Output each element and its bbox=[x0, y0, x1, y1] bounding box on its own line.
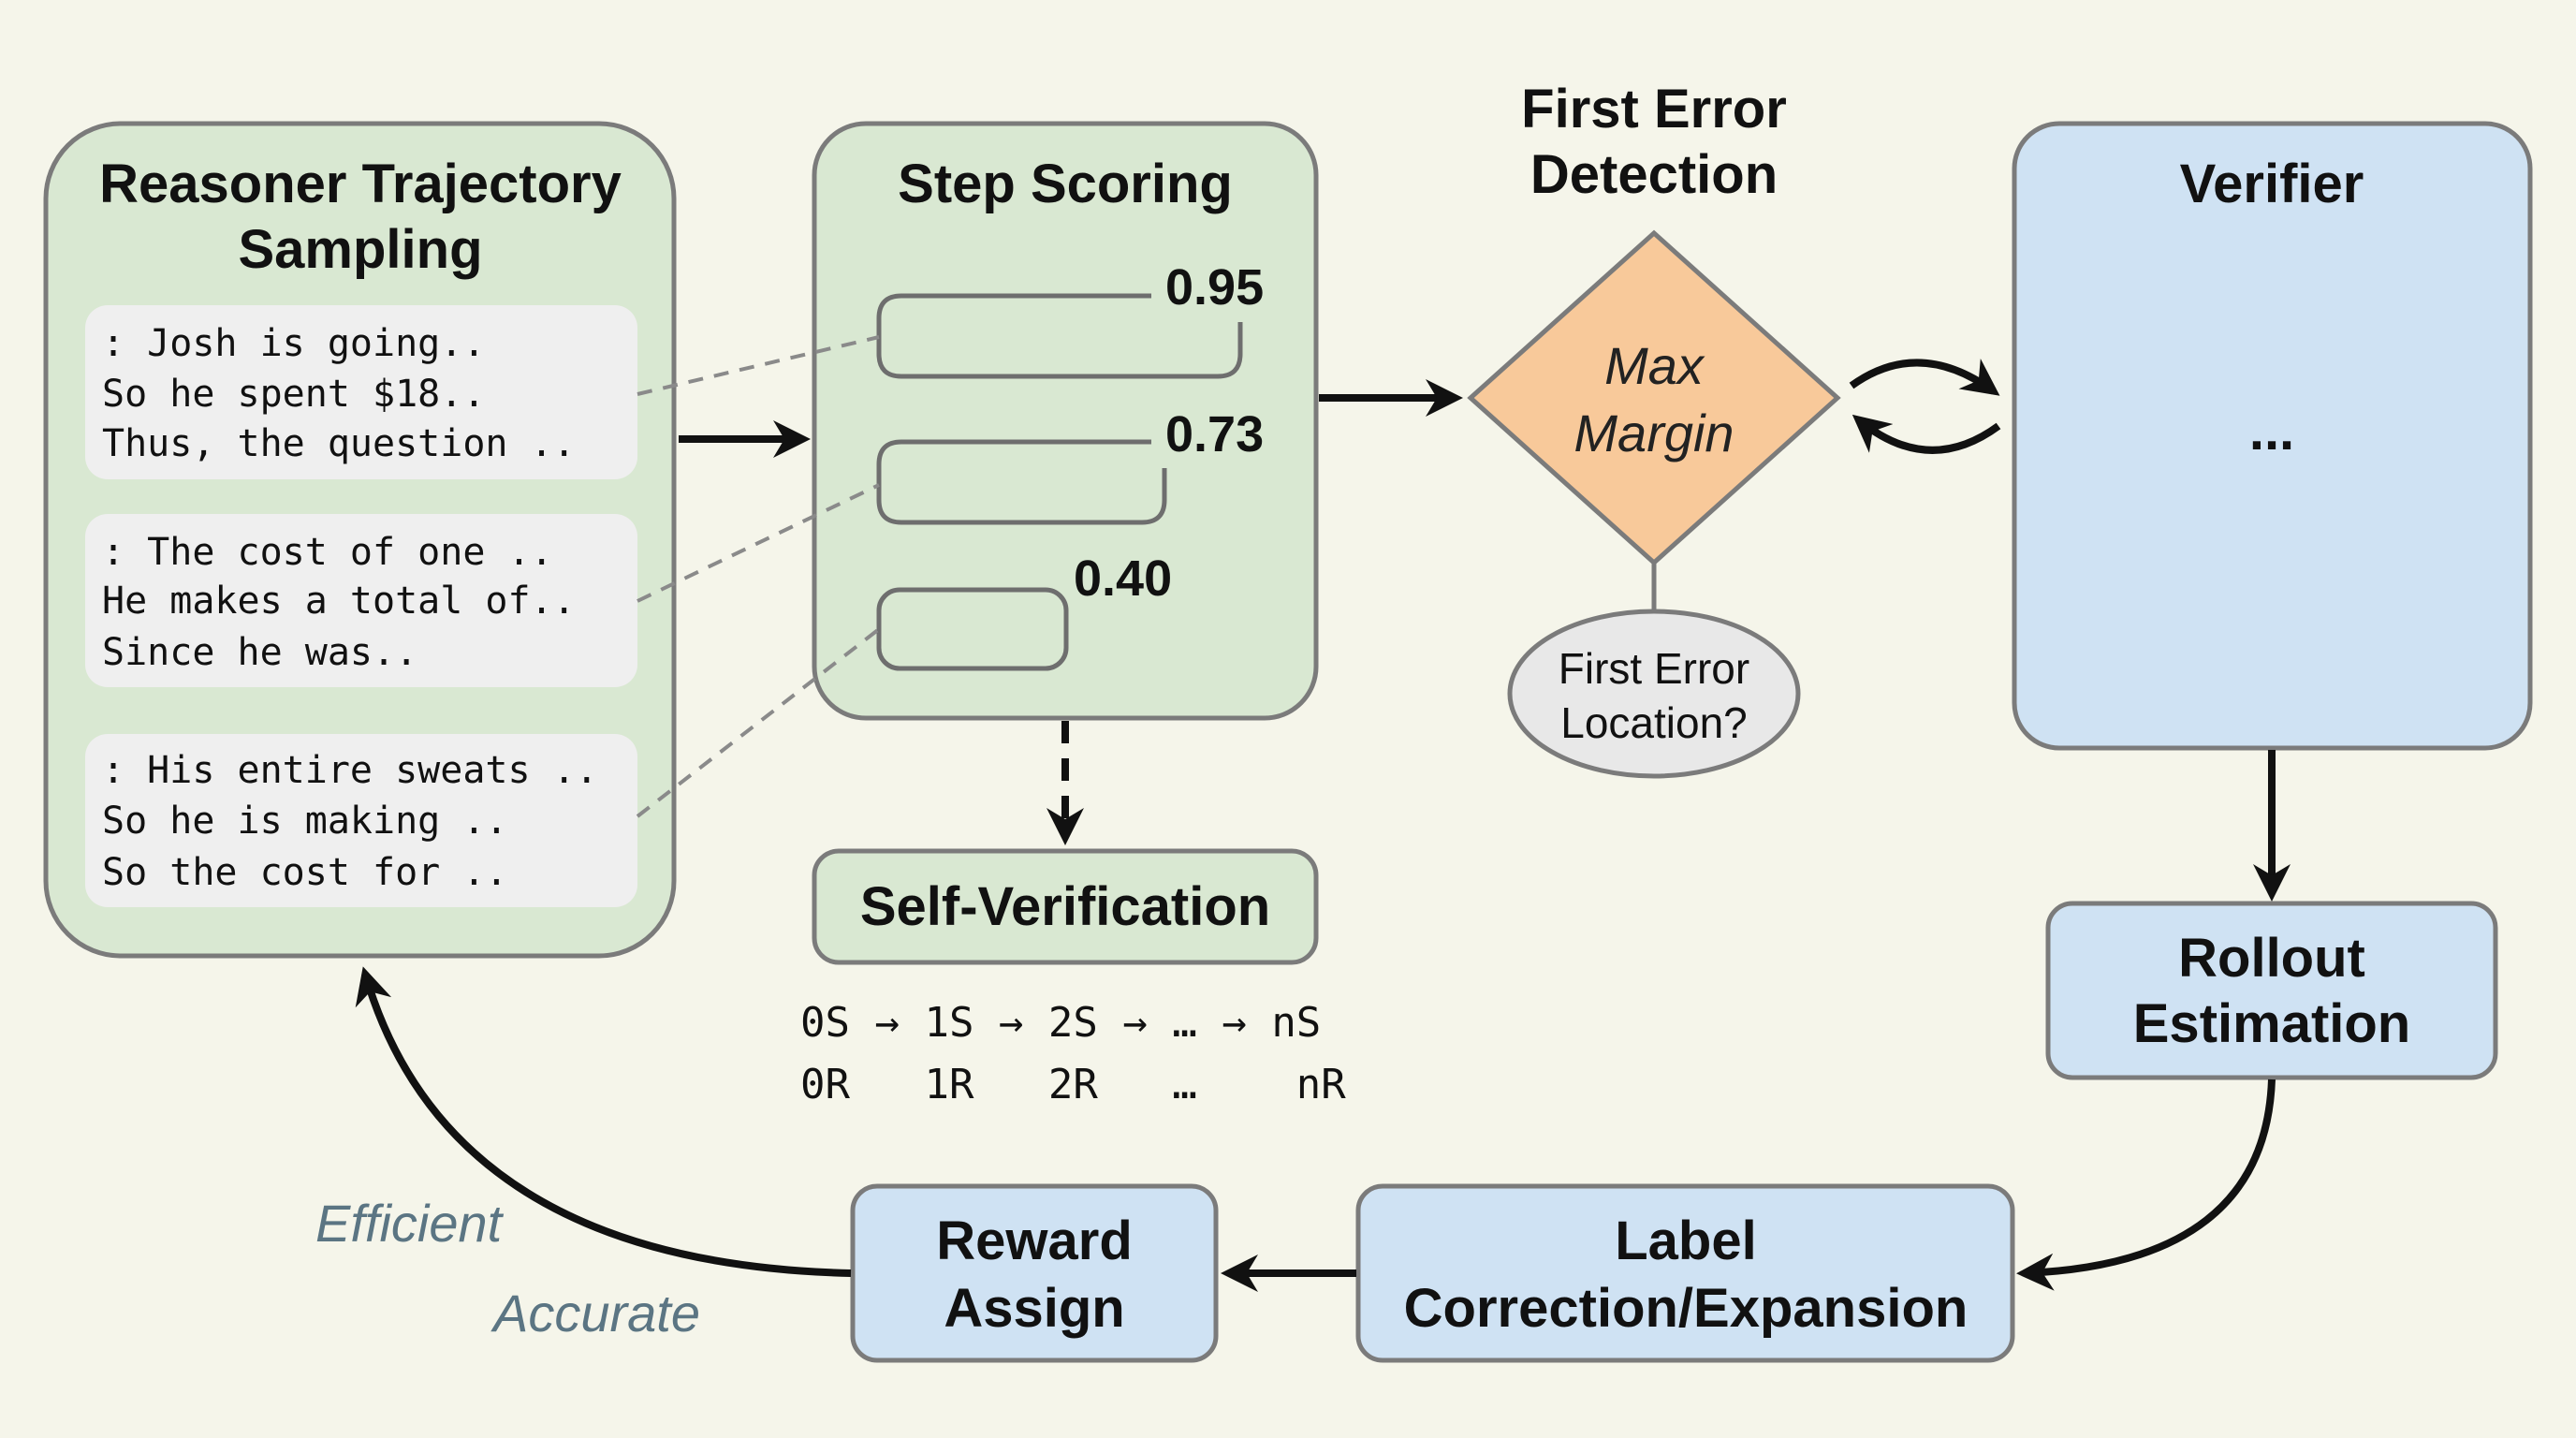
first-error-location-ellipse: First Error Location? bbox=[1507, 609, 1801, 779]
reward-sequence: 0R 1R 2R … nR bbox=[800, 1061, 1346, 1108]
trajectory-1-line-3: Thus, the question .. bbox=[102, 422, 576, 465]
trajectory-3-line-3: So the cost for .. bbox=[102, 851, 507, 894]
ellipse-line-2: Location? bbox=[1560, 698, 1748, 747]
cycle-arrow-top bbox=[1849, 359, 2000, 396]
max-margin-diamond: Max Margin bbox=[1467, 229, 1841, 566]
rollout-line-1: Rollout bbox=[2178, 928, 2365, 989]
trajectory-1-line-2: So he spent $18.. bbox=[102, 373, 485, 416]
trajectory-3-line-2: So he is making .. bbox=[102, 800, 507, 843]
trajectory-card-3: : His entire sweats .. So he is making .… bbox=[85, 734, 637, 907]
accurate-label: Accurate bbox=[490, 1284, 700, 1343]
reward-line-2: Assign bbox=[944, 1278, 1124, 1339]
label-line-2: Correction/Expansion bbox=[1404, 1278, 1969, 1339]
step-scoring-box: Step Scoring 0.95 0.73 0.40 bbox=[812, 121, 1319, 721]
trajectory-card-1: : Josh is going.. So he spent $18.. Thus… bbox=[85, 305, 637, 479]
trajectory-2-line-2: He makes a total of.. bbox=[102, 580, 576, 623]
rollout-box: Rollout Estimation bbox=[2045, 901, 2498, 1080]
score-label-2: 0.73 bbox=[1165, 406, 1264, 462]
trajectory-card-2: : The cost of one .. He makes a total of… bbox=[85, 514, 637, 687]
arrow-reward-to-sampling bbox=[355, 966, 852, 1277]
rollout-line-2: Estimation bbox=[2133, 993, 2411, 1054]
trajectory-2-line-3: Since he was.. bbox=[102, 631, 417, 674]
sampling-box: Reasoner Trajectory Sampling : Josh is g… bbox=[43, 121, 677, 959]
score-bar-1 bbox=[876, 293, 1243, 379]
verifier-title: Verifier bbox=[2180, 154, 2364, 214]
trajectory-1-line-1: : Josh is going.. bbox=[102, 322, 485, 365]
verifier-box: Verifier ... bbox=[2012, 121, 2533, 751]
trajectory-3-line-1: : His entire sweats .. bbox=[102, 749, 598, 792]
cycle-arrow-bottom bbox=[1852, 414, 2001, 454]
diamond-line-1: Max bbox=[1604, 336, 1705, 395]
diamond-line-2: Margin bbox=[1573, 404, 1734, 462]
efficient-label: Efficient bbox=[315, 1194, 505, 1253]
score-bar-2 bbox=[876, 439, 1167, 525]
sampling-title-line-1: Reasoner Trajectory bbox=[99, 154, 622, 214]
reward-assign-box: Reward Assign bbox=[850, 1183, 1219, 1363]
trajectory-2-line-1: : The cost of one .. bbox=[102, 531, 553, 574]
score-bar-3 bbox=[876, 587, 1069, 671]
sampling-title-line-2: Sampling bbox=[238, 219, 482, 280]
self-verification-label: Self-Verification bbox=[860, 876, 1270, 937]
step-scoring-title: Step Scoring bbox=[898, 154, 1233, 214]
first-error-title-line-2: Detection bbox=[1530, 144, 1778, 205]
label-correction-box: Label Correction/Expansion bbox=[1355, 1183, 2015, 1363]
self-verification-box: Self-Verification bbox=[812, 848, 1319, 965]
ellipse-line-1: First Error bbox=[1559, 644, 1749, 693]
reward-line-1: Reward bbox=[936, 1211, 1133, 1271]
state-sequence: 0S → 1S → 2S → … → nS bbox=[800, 999, 1321, 1047]
score-label-3: 0.40 bbox=[1074, 550, 1172, 607]
arrow-rollout-to-label bbox=[2016, 1078, 2276, 1291]
dashed-link-2 bbox=[637, 483, 880, 603]
verifier-ellipsis: ... bbox=[2249, 401, 2294, 462]
label-line-1: Label bbox=[1615, 1211, 1757, 1271]
score-label-1: 0.95 bbox=[1165, 259, 1264, 315]
first-error-title-line-1: First Error bbox=[1521, 79, 1787, 139]
